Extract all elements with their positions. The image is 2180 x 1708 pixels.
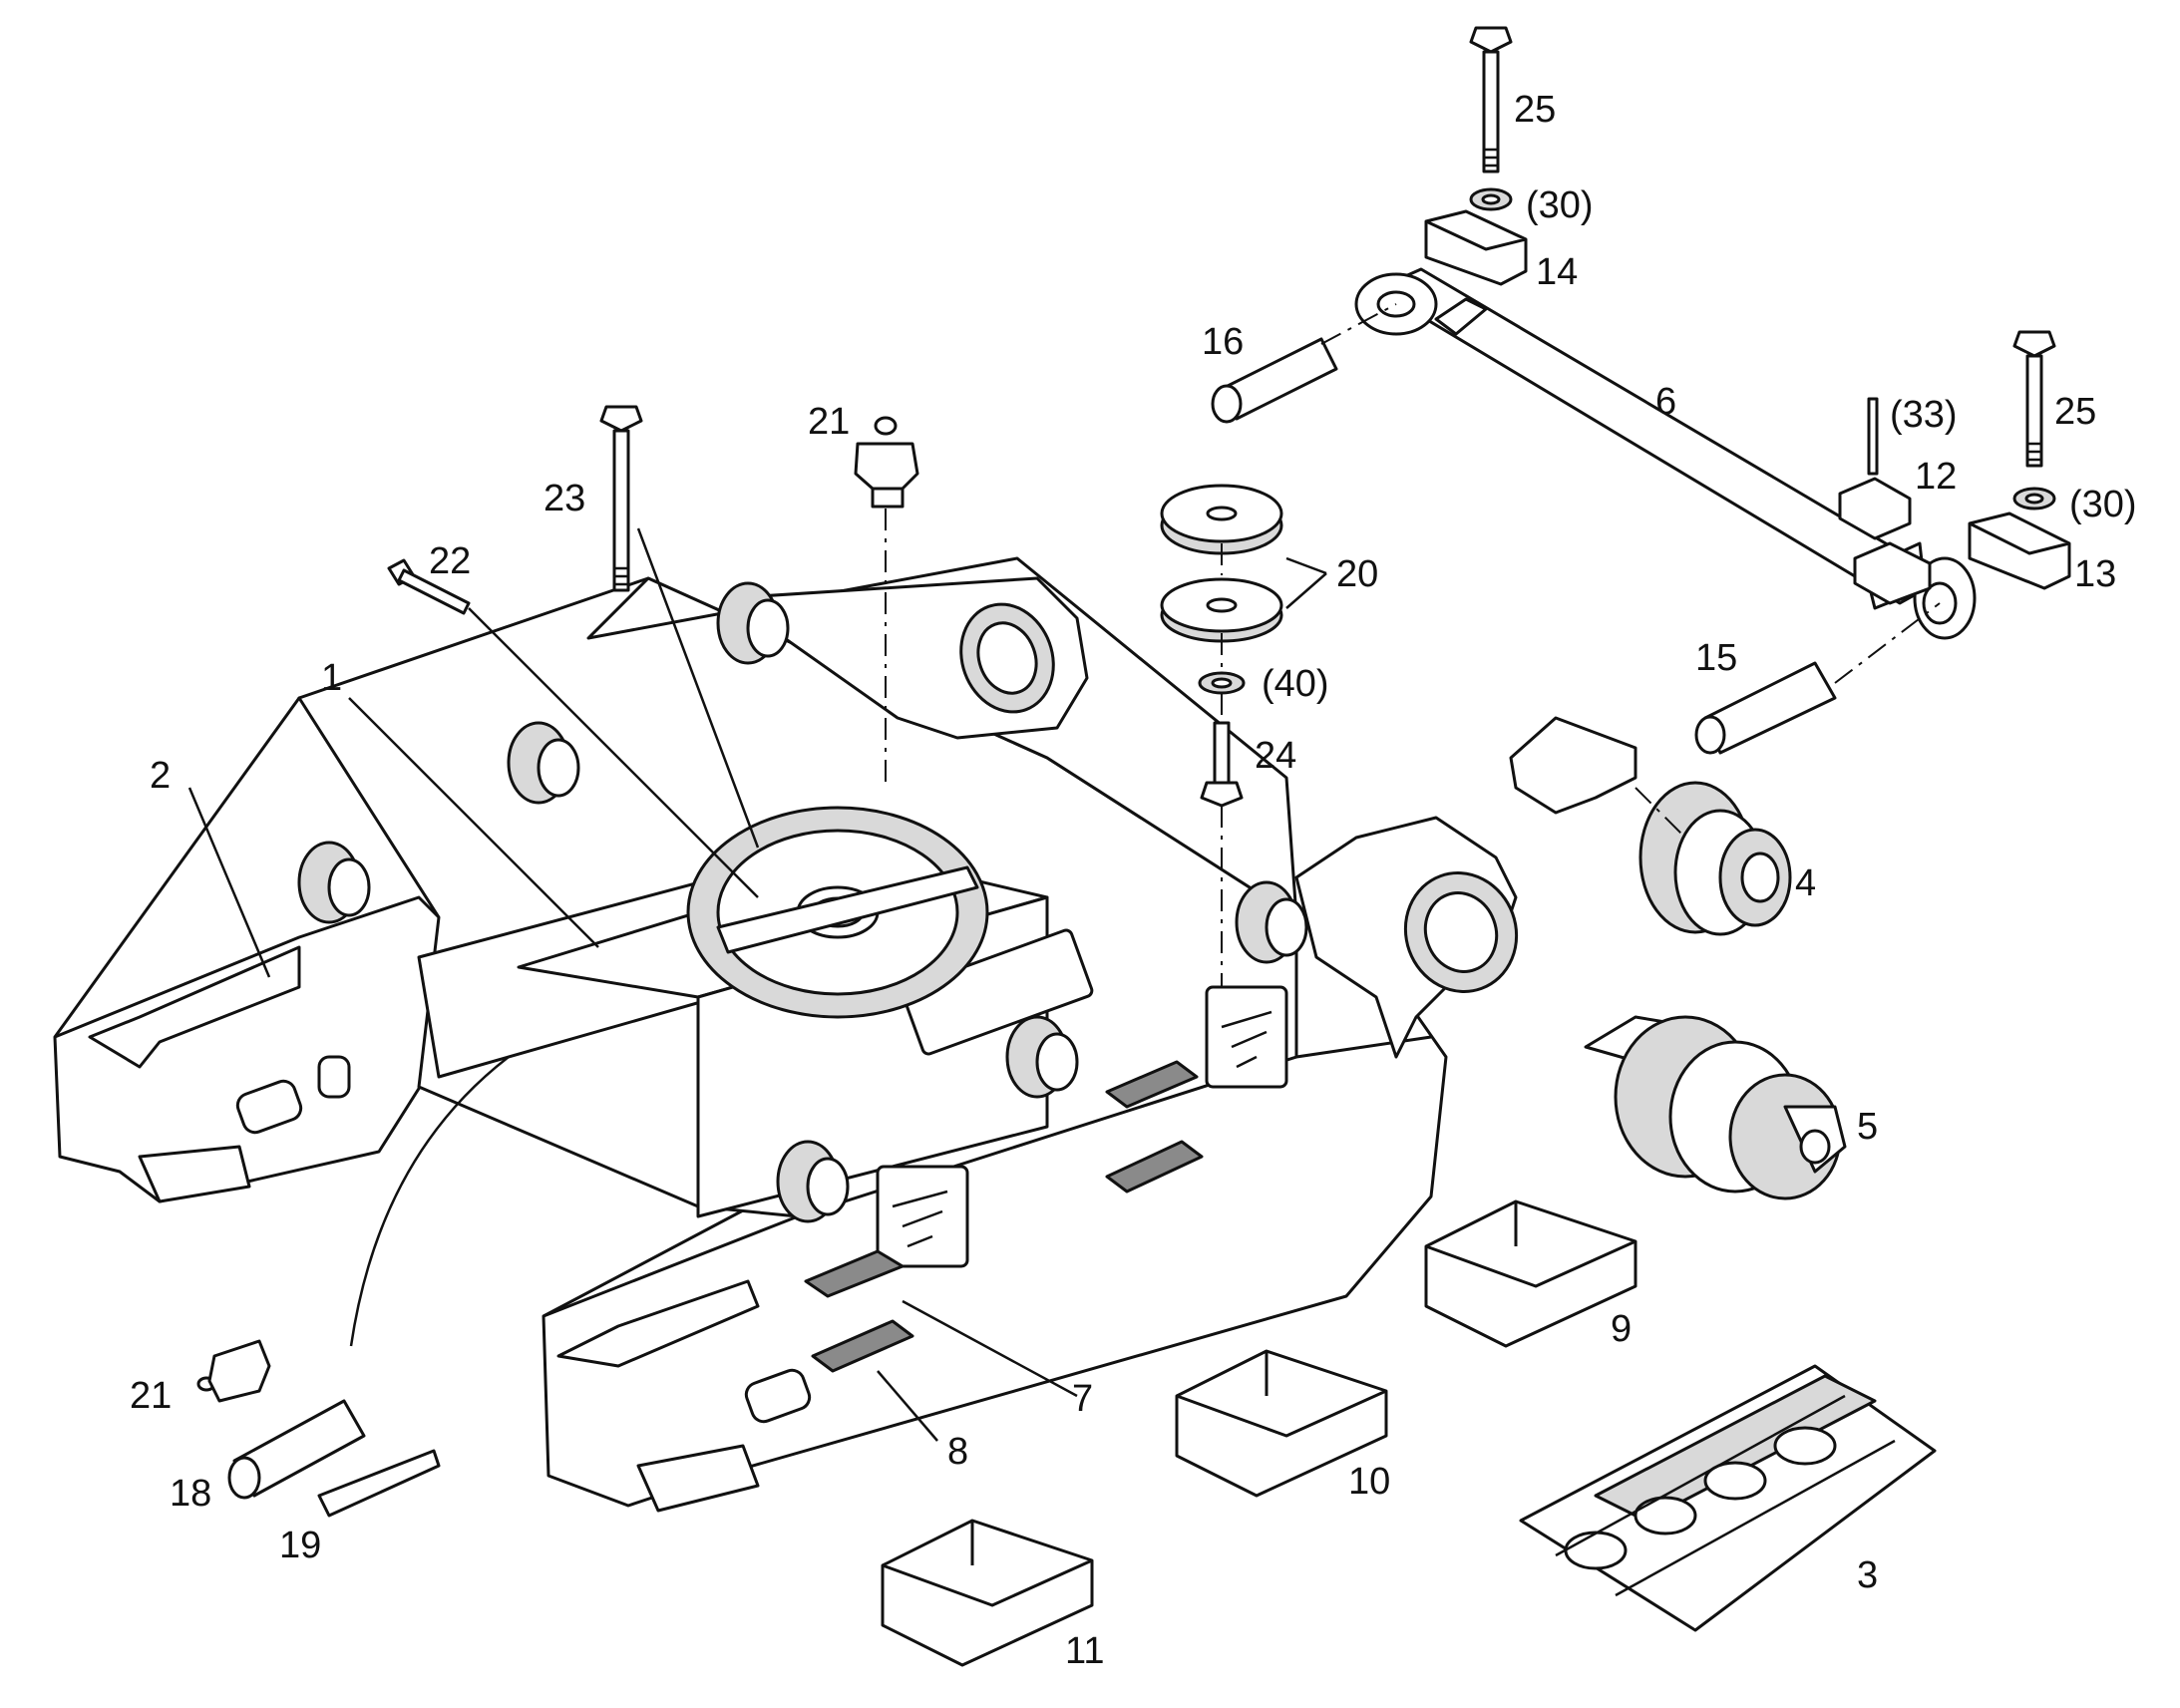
- callout-8: 8: [947, 1431, 968, 1473]
- callout-7: 7: [1072, 1378, 1093, 1420]
- callout-30-right: (30): [2069, 484, 2137, 525]
- callout-6: 6: [1655, 381, 1676, 423]
- callout-20: 20: [1336, 553, 1378, 595]
- callout-10: 10: [1348, 1461, 1390, 1503]
- callout-22: 22: [429, 540, 471, 582]
- callout-14: 14: [1536, 251, 1578, 293]
- callout-2: 2: [150, 755, 171, 797]
- callout-24: 24: [1255, 735, 1296, 777]
- pin-16: [1211, 337, 1338, 424]
- callout-9: 9: [1611, 1308, 1632, 1350]
- callout-16: 16: [1202, 321, 1244, 363]
- bolt-25-right: [2012, 330, 2056, 511]
- callout-11: 11: [1065, 1630, 1104, 1672]
- carrier-roller-4: [1509, 716, 1792, 936]
- washers-20: [1160, 484, 1327, 643]
- track-chain-3: [1519, 1364, 1937, 1632]
- bolt-22: [387, 558, 471, 615]
- leader-lines: [187, 303, 1941, 1442]
- callout-4: 4: [1795, 862, 1816, 904]
- track-guard-10: [1175, 1349, 1388, 1498]
- track-guard-9: [1424, 1199, 1637, 1348]
- callout-18: 18: [170, 1473, 211, 1515]
- bolt-24: [1200, 721, 1244, 808]
- bolt-25-upper: [1469, 26, 1513, 211]
- callout-13: 13: [2074, 553, 2116, 595]
- callout-25-upper: 25: [1514, 89, 1556, 131]
- block-12: [1838, 397, 1932, 605]
- callout-3: 3: [1857, 1554, 1878, 1596]
- callout-33: (33): [1890, 394, 1958, 436]
- carrier-rollers-on-frame: [297, 581, 1308, 1223]
- swing-bearing-ring: [686, 806, 989, 1019]
- callout-labels: 1 2 3 4 5 6 7 8 9 10 11 12 13 14 15 16 1…: [130, 89, 2137, 1672]
- grease-fitting-21-upper: [854, 416, 919, 509]
- callout-1: 1: [321, 657, 342, 699]
- callout-5: 5: [1857, 1106, 1878, 1148]
- callout-21-lower: 21: [130, 1375, 172, 1417]
- track-guard-11: [881, 1519, 1094, 1667]
- callout-12: 12: [1915, 456, 1957, 498]
- callout-19: 19: [279, 1525, 321, 1566]
- pin-15: [1694, 661, 1837, 755]
- callout-23: 23: [544, 478, 585, 519]
- block-13: [1968, 512, 2071, 590]
- callout-21-upper: 21: [808, 401, 850, 443]
- pin-18: [227, 1399, 366, 1500]
- washer-40: [1198, 671, 1246, 695]
- callout-40: (40): [1262, 663, 1329, 705]
- callout-30-upper: (30): [1526, 184, 1594, 226]
- block-14: [1424, 209, 1528, 286]
- callout-25-right: 25: [2054, 391, 2096, 433]
- grease-fitting-21-lower: [196, 1339, 271, 1403]
- wedge-19: [317, 1449, 441, 1518]
- callout-15: 15: [1695, 637, 1737, 679]
- step-plates-7-8: [804, 1060, 1204, 1373]
- bolt-23: [599, 405, 643, 592]
- track-roller-5: [1584, 1015, 1847, 1200]
